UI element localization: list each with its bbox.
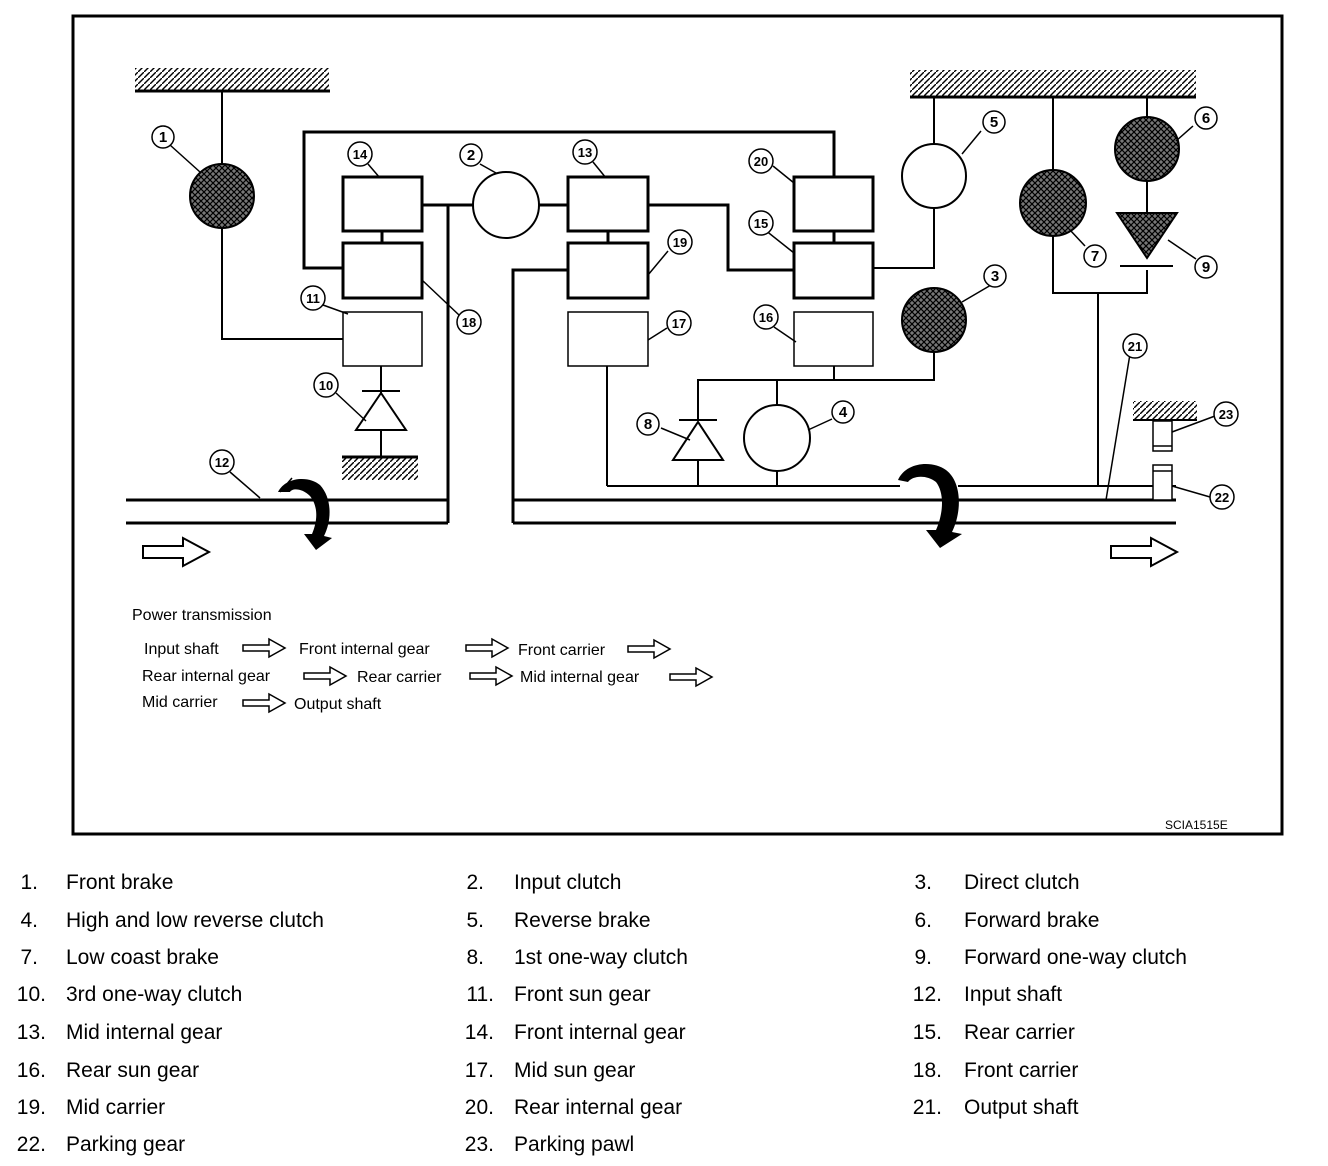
callout-23: 23 — [1213, 401, 1239, 427]
svg-text:Input shaft: Input shaft — [144, 641, 219, 658]
svg-text:Mid internal gear: Mid internal gear — [520, 669, 640, 686]
callout-leaders — [169, 125, 1216, 501]
svg-text:Rear internal gear: Rear internal gear — [142, 668, 271, 685]
mid-sun-gear-box — [567, 311, 649, 367]
forward-one-way-clutch-symbol — [1115, 212, 1179, 267]
direct-clutch-circle — [901, 287, 967, 353]
rear-sun-gear-box — [793, 311, 874, 367]
svg-text:7: 7 — [1091, 248, 1099, 265]
ground-hatches — [135, 68, 1197, 480]
svg-text:3: 3 — [991, 268, 999, 285]
svg-text:1: 1 — [159, 129, 167, 146]
callout-17: 17 — [666, 310, 692, 336]
shaft-frame-lines — [302, 130, 836, 523]
parking-gear-rect — [1152, 464, 1173, 501]
clutch-brake-elements — [189, 116, 1180, 472]
front-sun-gear-box — [342, 311, 423, 367]
front-carrier-box — [341, 241, 424, 300]
callout-20: 20 — [748, 148, 774, 174]
callout-13: 13 — [572, 139, 598, 165]
svg-text:Front internal gear: Front internal gear — [299, 641, 430, 658]
svg-text:10: 10 — [319, 378, 333, 393]
forward-brake-circle — [1114, 116, 1180, 182]
high-low-reverse-clutch-circle — [743, 404, 811, 472]
reverse-brake-circle — [901, 143, 967, 209]
first-one-way-clutch-symbol — [671, 419, 725, 461]
power-transmission: Power transmission Input shaft Front int… — [132, 607, 713, 713]
callout-21: 21 — [1122, 333, 1148, 359]
callout-19: 19 — [667, 229, 693, 255]
power-transmission-title: Power transmission — [132, 607, 272, 624]
mid-carrier-box — [566, 241, 650, 300]
svg-text:17: 17 — [672, 316, 686, 331]
output-direction-arrow — [1110, 537, 1178, 567]
svg-text:16: 16 — [759, 310, 773, 325]
svg-text:15: 15 — [754, 216, 768, 231]
svg-text:11: 11 — [306, 291, 320, 306]
svg-text:2: 2 — [467, 147, 475, 164]
svg-text:4: 4 — [839, 404, 848, 421]
input-clutch-circle — [472, 171, 540, 239]
front-brake-circle — [189, 163, 255, 229]
svg-text:9: 9 — [1202, 259, 1210, 276]
svg-text:8: 8 — [644, 416, 652, 433]
callout-9: 9 — [1194, 255, 1218, 279]
callout-22: 22 — [1209, 484, 1235, 510]
callout-5: 5 — [982, 110, 1006, 134]
svg-text:6: 6 — [1202, 110, 1210, 127]
callout-2: 2 — [459, 143, 483, 167]
callout-1: 1 — [151, 125, 175, 149]
rotation-arrows — [278, 464, 962, 550]
callout-10: 10 — [313, 372, 339, 398]
rear-carrier-box — [792, 241, 875, 300]
callout-16: 16 — [753, 304, 779, 330]
low-coast-brake-circle — [1019, 169, 1087, 237]
svg-text:Output shaft: Output shaft — [294, 696, 382, 713]
callout-11: 11 — [300, 285, 326, 311]
diagram-frame — [71, 14, 1284, 836]
callout-12: 12 — [209, 449, 235, 475]
connection-lines — [221, 91, 1176, 487]
svg-text:12: 12 — [215, 455, 229, 470]
front-internal-gear-box — [341, 175, 424, 233]
main-shafts — [126, 498, 1176, 525]
svg-text:13: 13 — [578, 145, 592, 160]
callouts: 1 2 3 4 5 6 7 8 9 10 11 12 13 14 15 16 1… — [151, 106, 1239, 510]
svg-text:Mid carrier: Mid carrier — [142, 694, 218, 711]
svg-text:14: 14 — [353, 147, 368, 162]
svg-text:21: 21 — [1128, 339, 1142, 354]
input-direction-arrow — [142, 537, 210, 567]
third-one-way-clutch-symbol — [354, 390, 408, 431]
parking-elements — [1152, 420, 1173, 501]
callout-18: 18 — [456, 309, 482, 335]
svg-text:Front carrier: Front carrier — [518, 642, 606, 659]
svg-text:18: 18 — [462, 315, 476, 330]
callout-6: 6 — [1194, 106, 1218, 130]
svg-text:22: 22 — [1215, 490, 1229, 505]
callout-3: 3 — [983, 264, 1007, 288]
mid-internal-gear-box — [566, 175, 650, 233]
parking-pawl-rect — [1152, 420, 1173, 452]
component-legend: 1.Front brake 2.Input clutch 3.Direct cl… — [16, 871, 1187, 1156]
transmission-diagram: 1 2 3 4 5 6 7 8 9 10 11 12 13 14 15 16 1… — [71, 14, 1284, 836]
figure-code: SCIA1515E — [1165, 818, 1228, 832]
gear-boxes — [341, 175, 875, 367]
callout-7: 7 — [1083, 244, 1107, 268]
svg-text:5: 5 — [990, 114, 998, 131]
svg-text:20: 20 — [754, 154, 768, 169]
svg-text:23: 23 — [1219, 407, 1233, 422]
callout-14: 14 — [347, 141, 373, 167]
callout-15: 15 — [748, 210, 774, 236]
callout-4: 4 — [831, 400, 855, 424]
rear-internal-gear-box — [792, 175, 875, 233]
svg-text:19: 19 — [673, 235, 687, 250]
callout-8: 8 — [636, 412, 660, 436]
svg-text:Rear carrier: Rear carrier — [357, 669, 442, 686]
